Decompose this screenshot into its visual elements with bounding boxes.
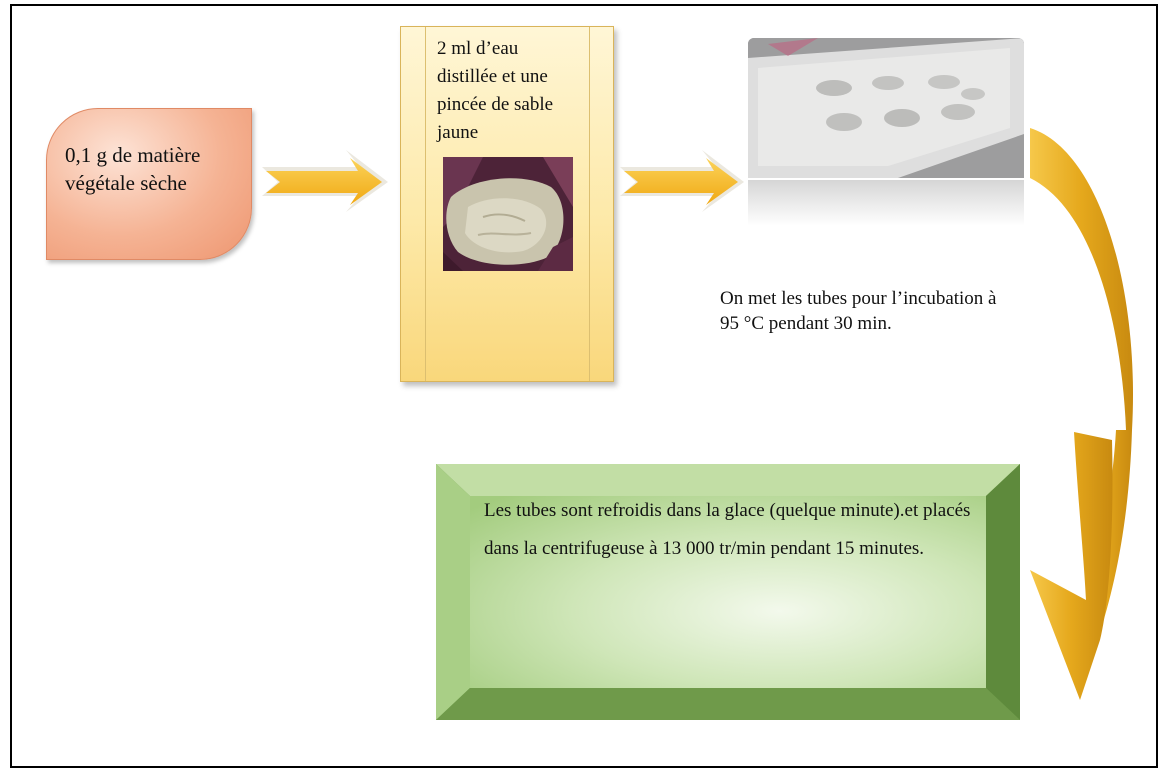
- box-divider: [589, 27, 590, 381]
- incubation-label: On met les tubes pour l’incubation à 95 …: [720, 288, 997, 334]
- centrifuge-box: Les tubes sont refroidis dans la glace (…: [436, 464, 1020, 720]
- sample-box: 0,1 g de matière végétale sèche: [46, 108, 252, 260]
- photo-reflection: [748, 180, 1024, 226]
- centrifuge-label: Les tubes sont refroidis dans la glace (…: [484, 500, 971, 559]
- box-divider: [425, 27, 426, 381]
- sand-photo: [443, 157, 573, 271]
- incubation-plate-photo: [748, 38, 1024, 178]
- water-sand-label: 2 ml d’eau distillée et une pincée de sa…: [437, 38, 554, 143]
- sample-label: 0,1 g de matière végétale sèche: [65, 143, 201, 195]
